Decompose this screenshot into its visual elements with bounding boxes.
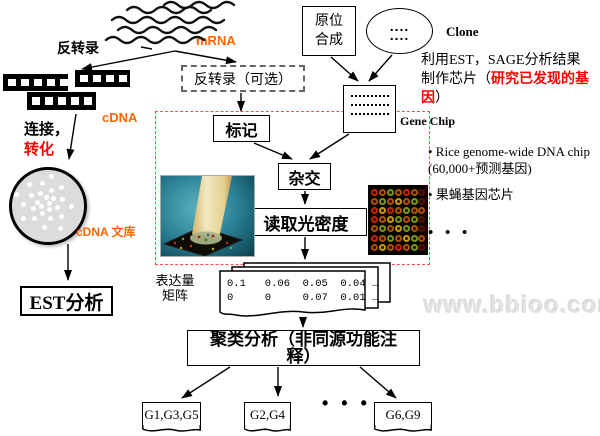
cdna-label: cDNA — [102, 110, 138, 125]
chip-probe-row — [350, 104, 389, 106]
gene-group-label: G1,G3,G5 — [142, 402, 201, 426]
clone-dots-row: .... — [389, 27, 410, 43]
clone-dots-row: .... — [389, 18, 410, 34]
gene-chip-box — [343, 85, 396, 133]
doc-wavy-edge — [142, 425, 201, 432]
matrix-row-2: 0 0 0.07 0.01 … — [227, 292, 379, 304]
scanner-beam-footprint — [190, 231, 222, 245]
gene-group-label: G6,G9 — [374, 402, 432, 426]
cdna-ladder-icon — [3, 74, 68, 91]
gene-group-doc: G1,G3,G5 — [142, 402, 201, 434]
arrow-clone-to-chip — [368, 54, 393, 82]
clone-ellipse: .... .... — [366, 8, 433, 54]
cdna-ladder-icon — [75, 70, 130, 87]
est-sage-note: 利用EST，SAGE分析结果制作芯片（研究已发现的基因） — [421, 51, 593, 108]
cdna-ladder-icon — [27, 92, 96, 110]
arrow-insitu-to-chip — [330, 56, 359, 82]
microarray-scan-image — [368, 185, 428, 255]
chip-examples-ellipsis: • • • — [428, 225, 472, 241]
watermark: www.bbioo.com — [424, 292, 600, 319]
scanner-light-beam — [192, 176, 232, 238]
est-analysis-box: EST分析 — [20, 286, 113, 316]
matrix-page-front — [219, 270, 366, 317]
mrna-label: mRNA — [196, 33, 236, 48]
cdna-library-dish-image — [9, 167, 87, 245]
matrix-label-line1: 表达量 — [155, 273, 195, 288]
gene-group-label: G2,G4 — [244, 402, 291, 426]
mrna-apex-dash — [140, 46, 153, 50]
cluster-box-line1: 聚类分析（非同源功能注 — [210, 330, 397, 349]
in-situ-synthesis-box: 原位 合成 — [302, 6, 356, 56]
doc-wavy-edge — [374, 425, 432, 432]
gene-group-doc: G2,G4 — [244, 402, 291, 434]
read-optical-density-box: 读取光密度 — [245, 208, 367, 236]
note-red-highlight: 研究已发现的基因 — [421, 72, 589, 106]
microarray-scanner-image — [160, 175, 255, 257]
chip-example-item: • 果蝇基因芯片 — [428, 187, 514, 202]
cluster-box-line2: 释） — [286, 347, 321, 366]
expression-matrix-pages — [219, 262, 391, 317]
transformation-label: 转化 — [24, 142, 55, 158]
groups-ellipsis: • • • — [322, 393, 371, 413]
arrow-mrna-to-rt-optional — [174, 50, 237, 65]
arrow-cluster-to-g1 — [181, 366, 231, 399]
reverse-transcription-label: 反转录 — [57, 42, 99, 57]
cdna-library-label: cDNA 文库 — [76, 225, 136, 239]
note-black-prefix: 利用EST，SAGE分析结果制作芯片（ — [421, 53, 581, 87]
in-situ-line1: 原位 — [315, 14, 343, 29]
chip-examples-list: • Rice genome-wide DNA chip (60,000+预测基因… — [428, 143, 594, 242]
chip-probe-row — [350, 113, 389, 115]
expression-matrix-label: 表达量 矩阵 — [148, 273, 202, 303]
scanner-footprint-spots — [197, 233, 215, 242]
labeling-box: 标记 — [213, 115, 270, 142]
chip-example-item: • Rice genome-wide DNA chip (60,000+预测基因… — [428, 144, 590, 176]
doc-wavy-edge — [244, 425, 291, 432]
gene-group-doc: G6,G9 — [374, 402, 432, 434]
note-black-suffix: ） — [435, 91, 449, 106]
reverse-transcription-optional-box: 反转录（可选） — [181, 65, 305, 92]
hybridization-box: 杂交 — [278, 163, 331, 190]
matrix-label-line2: 矩阵 — [161, 288, 188, 303]
chip-probe-row — [350, 95, 389, 97]
scanner-chip-spots — [173, 236, 233, 251]
cluster-analysis-box: 聚类分析（非同源功能注 释） — [187, 330, 420, 366]
ligation-label: 连接， — [24, 122, 70, 138]
in-situ-line2: 合成 — [315, 33, 343, 48]
clone-label: Clone — [446, 24, 479, 39]
matrix-row-1: 0.1 0.06 0.05 0.04 … — [227, 278, 379, 290]
arrow-cdna-to-library — [66, 113, 77, 160]
gene-chip-label: Gene Chip — [400, 114, 456, 128]
